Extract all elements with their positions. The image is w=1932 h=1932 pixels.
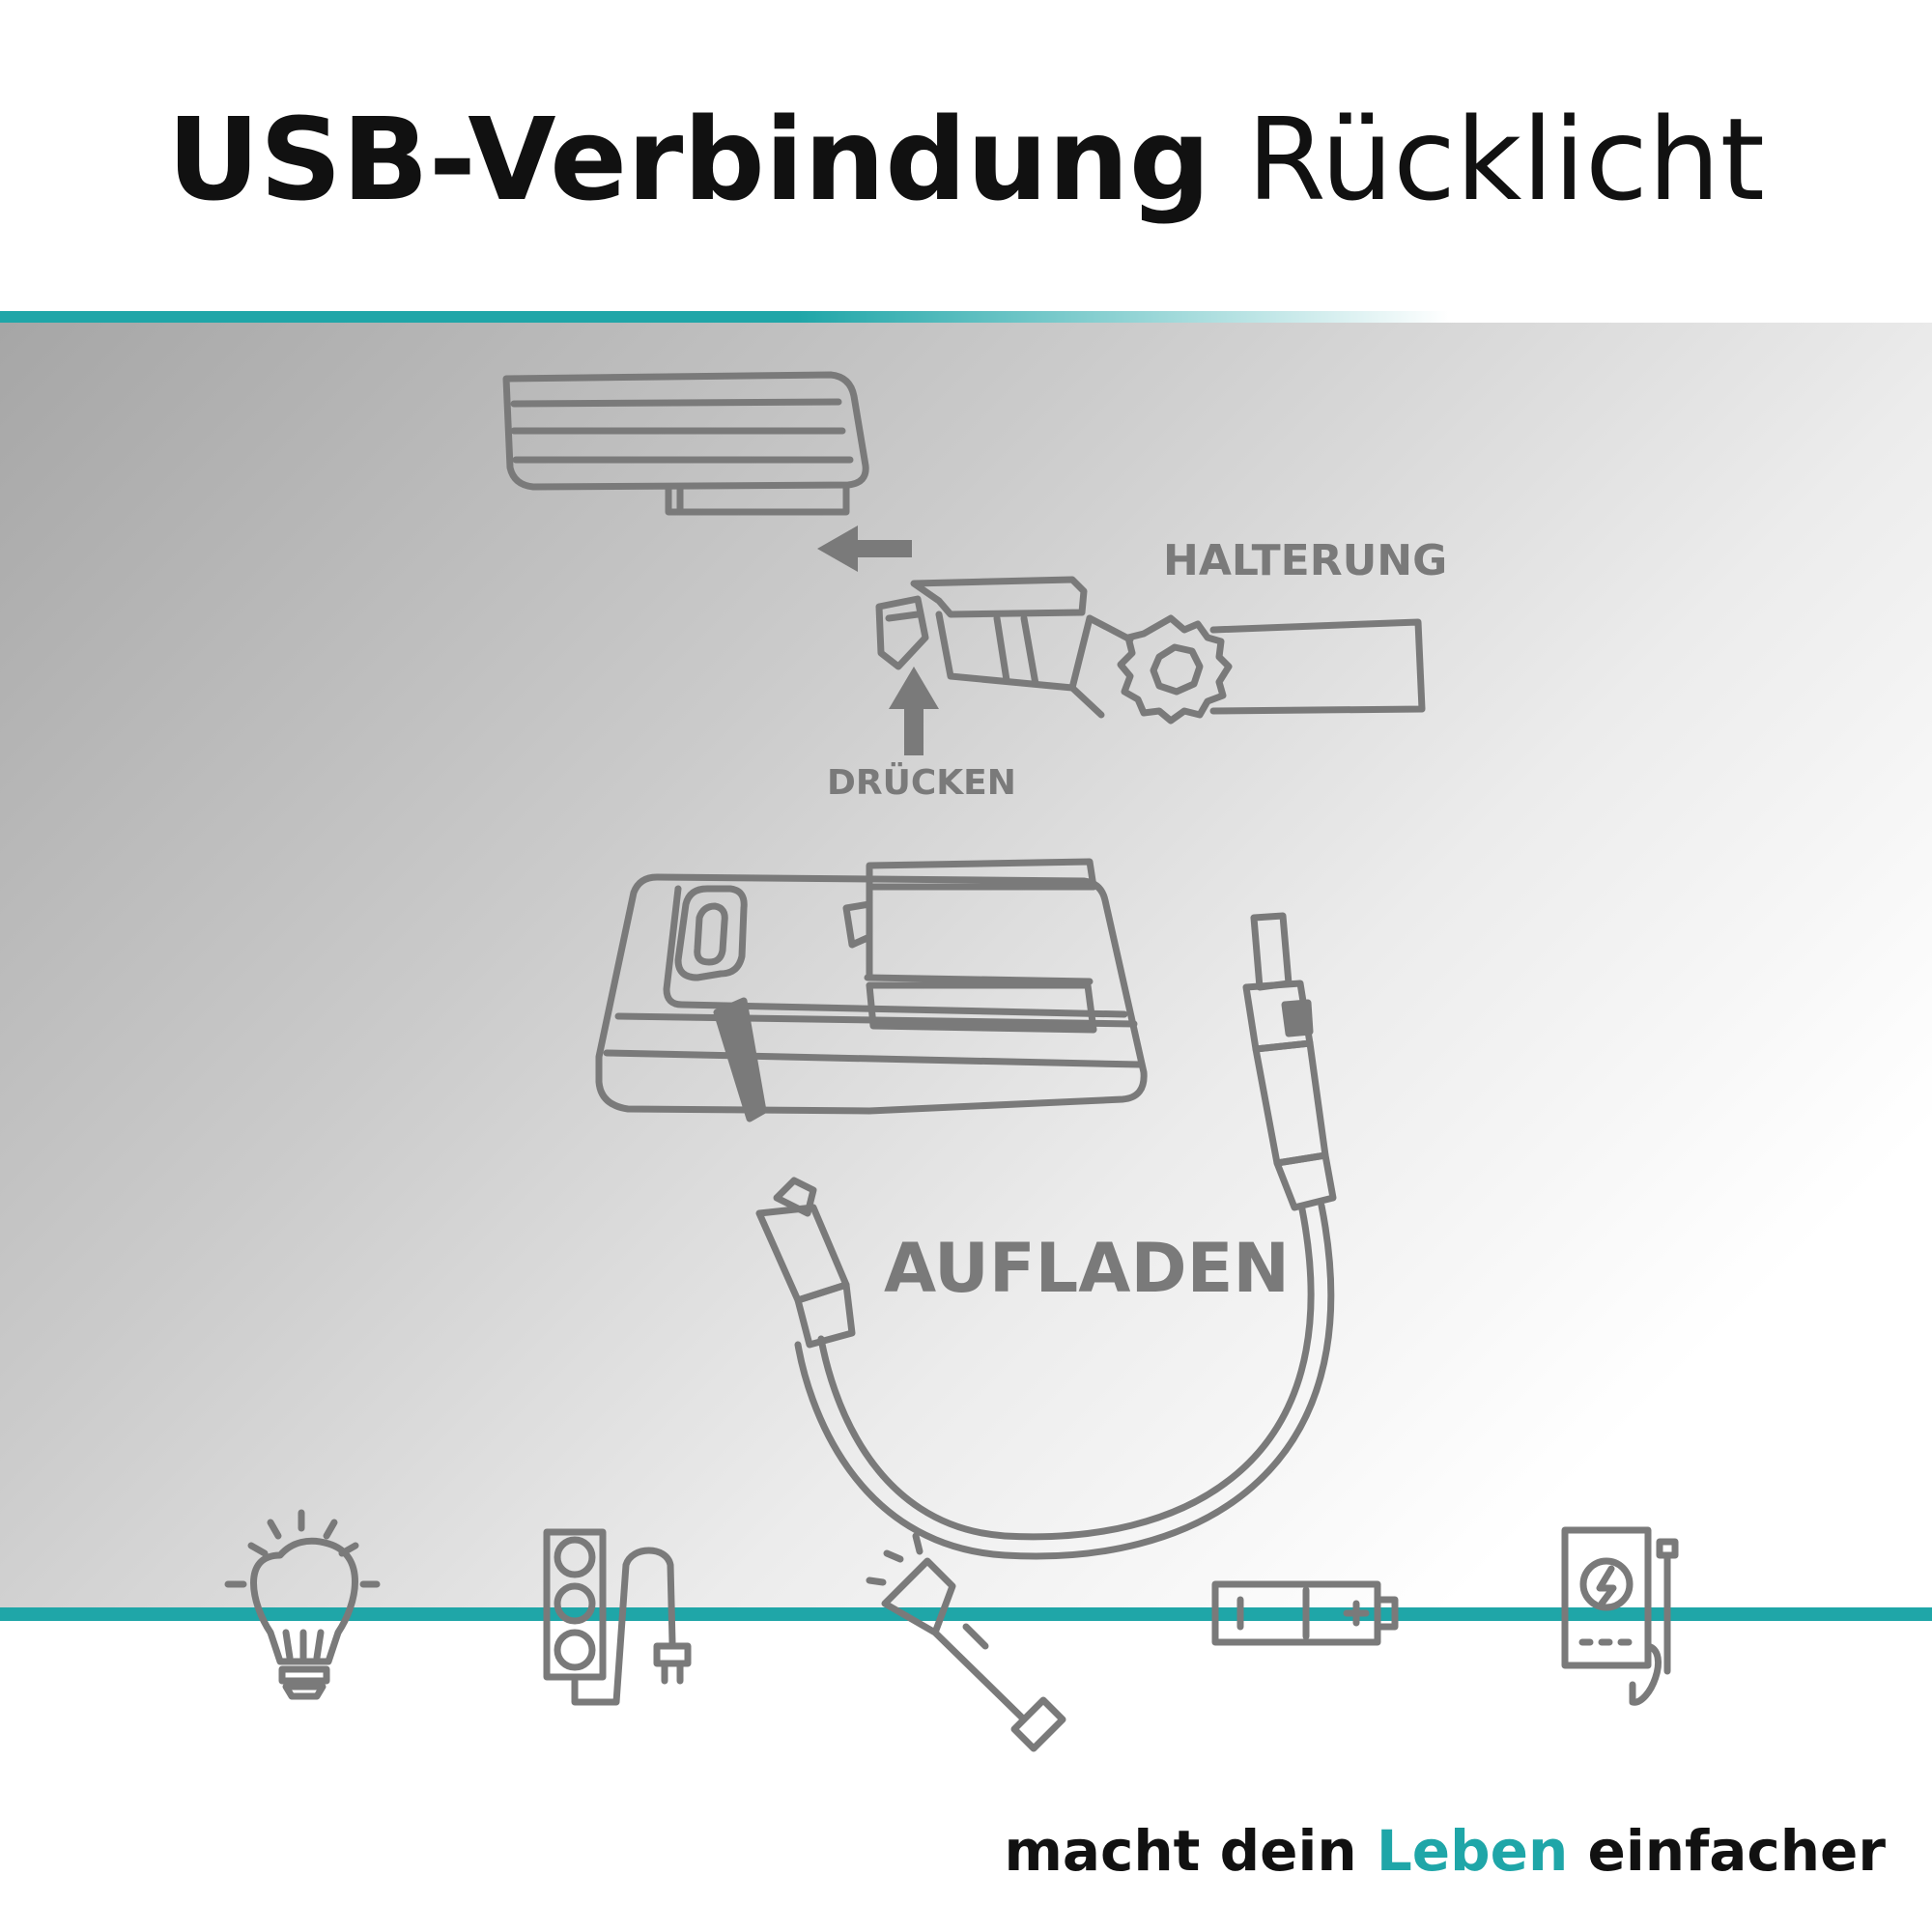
tail-light-top-illustration	[502, 371, 869, 516]
arrow-left-icon	[817, 526, 912, 572]
usb-cable-illustration	[755, 912, 1337, 1560]
page-title: USB-Verbindung Rücklicht	[0, 92, 1932, 227]
label-halterung: HALTERUNG	[1163, 536, 1448, 585]
battery-icon	[1211, 1580, 1399, 1646]
title-light: Rücklicht	[1246, 93, 1765, 226]
tagline: macht dein Leben einfacher	[1004, 1818, 1886, 1884]
power-bank-icon	[1561, 1526, 1679, 1706]
tagline-prefix: macht dein	[1004, 1818, 1357, 1884]
accent-line-top	[0, 311, 1449, 323]
arrow-up-icon	[889, 667, 939, 755]
power-strip-icon	[543, 1528, 692, 1706]
label-druecken: DRÜCKEN	[827, 763, 1016, 803]
accent-line-bottom	[0, 1607, 1932, 1621]
tagline-highlight: Leben	[1376, 1818, 1569, 1884]
diagram-background-panel	[0, 323, 1932, 1609]
flashlight-icon	[866, 1532, 1066, 1752]
label-aufladen: AUFLADEN	[884, 1229, 1290, 1308]
light-bulb-icon	[224, 1509, 381, 1700]
title-bold: USB-Verbindung	[167, 93, 1211, 226]
tail-light-mounted-illustration	[595, 858, 1148, 1122]
mount-illustration	[875, 576, 1426, 724]
tagline-suffix: einfacher	[1587, 1818, 1887, 1884]
